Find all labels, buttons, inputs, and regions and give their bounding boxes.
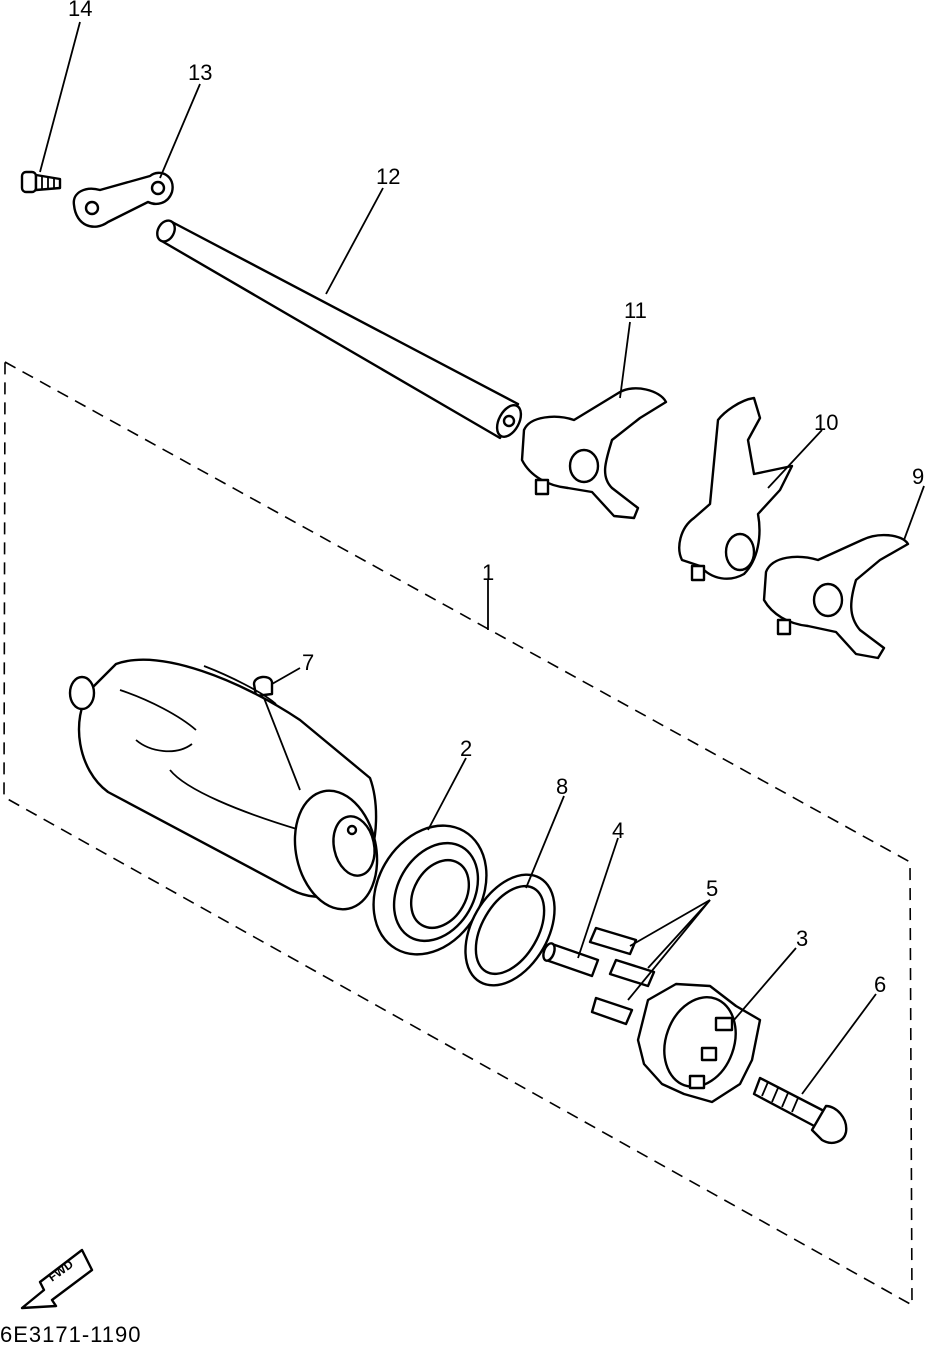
part-1-shift-drum xyxy=(68,658,379,911)
callout-4: 4 xyxy=(612,818,624,843)
callout-2: 2 xyxy=(460,736,472,761)
callout-9: 9 xyxy=(912,464,924,489)
part-8-washer xyxy=(464,873,556,987)
part-6-bolt xyxy=(752,1076,848,1144)
callout-8: 8 xyxy=(556,774,568,799)
part-5-pins xyxy=(588,926,656,1026)
callout-numbers: 14 13 12 11 10 9 1 7 2 8 4 5 3 6 xyxy=(68,0,924,997)
callout-6: 6 xyxy=(874,972,886,997)
part-10-shift-fork xyxy=(678,396,794,582)
part-12-guide-bar xyxy=(156,219,523,440)
callout-14: 14 xyxy=(68,0,92,21)
diagram-code: 6E3171-1190 xyxy=(0,1322,142,1347)
assembly-boundary xyxy=(3,360,913,1307)
fwd-arrow: FWD xyxy=(20,1248,94,1310)
callout-1: 1 xyxy=(482,560,494,585)
callout-12: 12 xyxy=(376,164,400,189)
part-9-shift-fork xyxy=(762,533,910,660)
callout-13: 13 xyxy=(188,60,212,85)
part-11-shift-fork xyxy=(520,387,668,520)
part-3-segment xyxy=(636,982,762,1104)
callout-3: 3 xyxy=(796,926,808,951)
callout-11: 11 xyxy=(624,298,647,323)
part-14-screw xyxy=(20,170,62,194)
callout-10: 10 xyxy=(814,410,838,435)
part-13-plate xyxy=(72,171,174,228)
callout-5: 5 xyxy=(706,876,718,901)
leader-lines xyxy=(39,21,925,1095)
part-4-pin xyxy=(542,942,600,978)
callout-7: 7 xyxy=(302,650,314,675)
